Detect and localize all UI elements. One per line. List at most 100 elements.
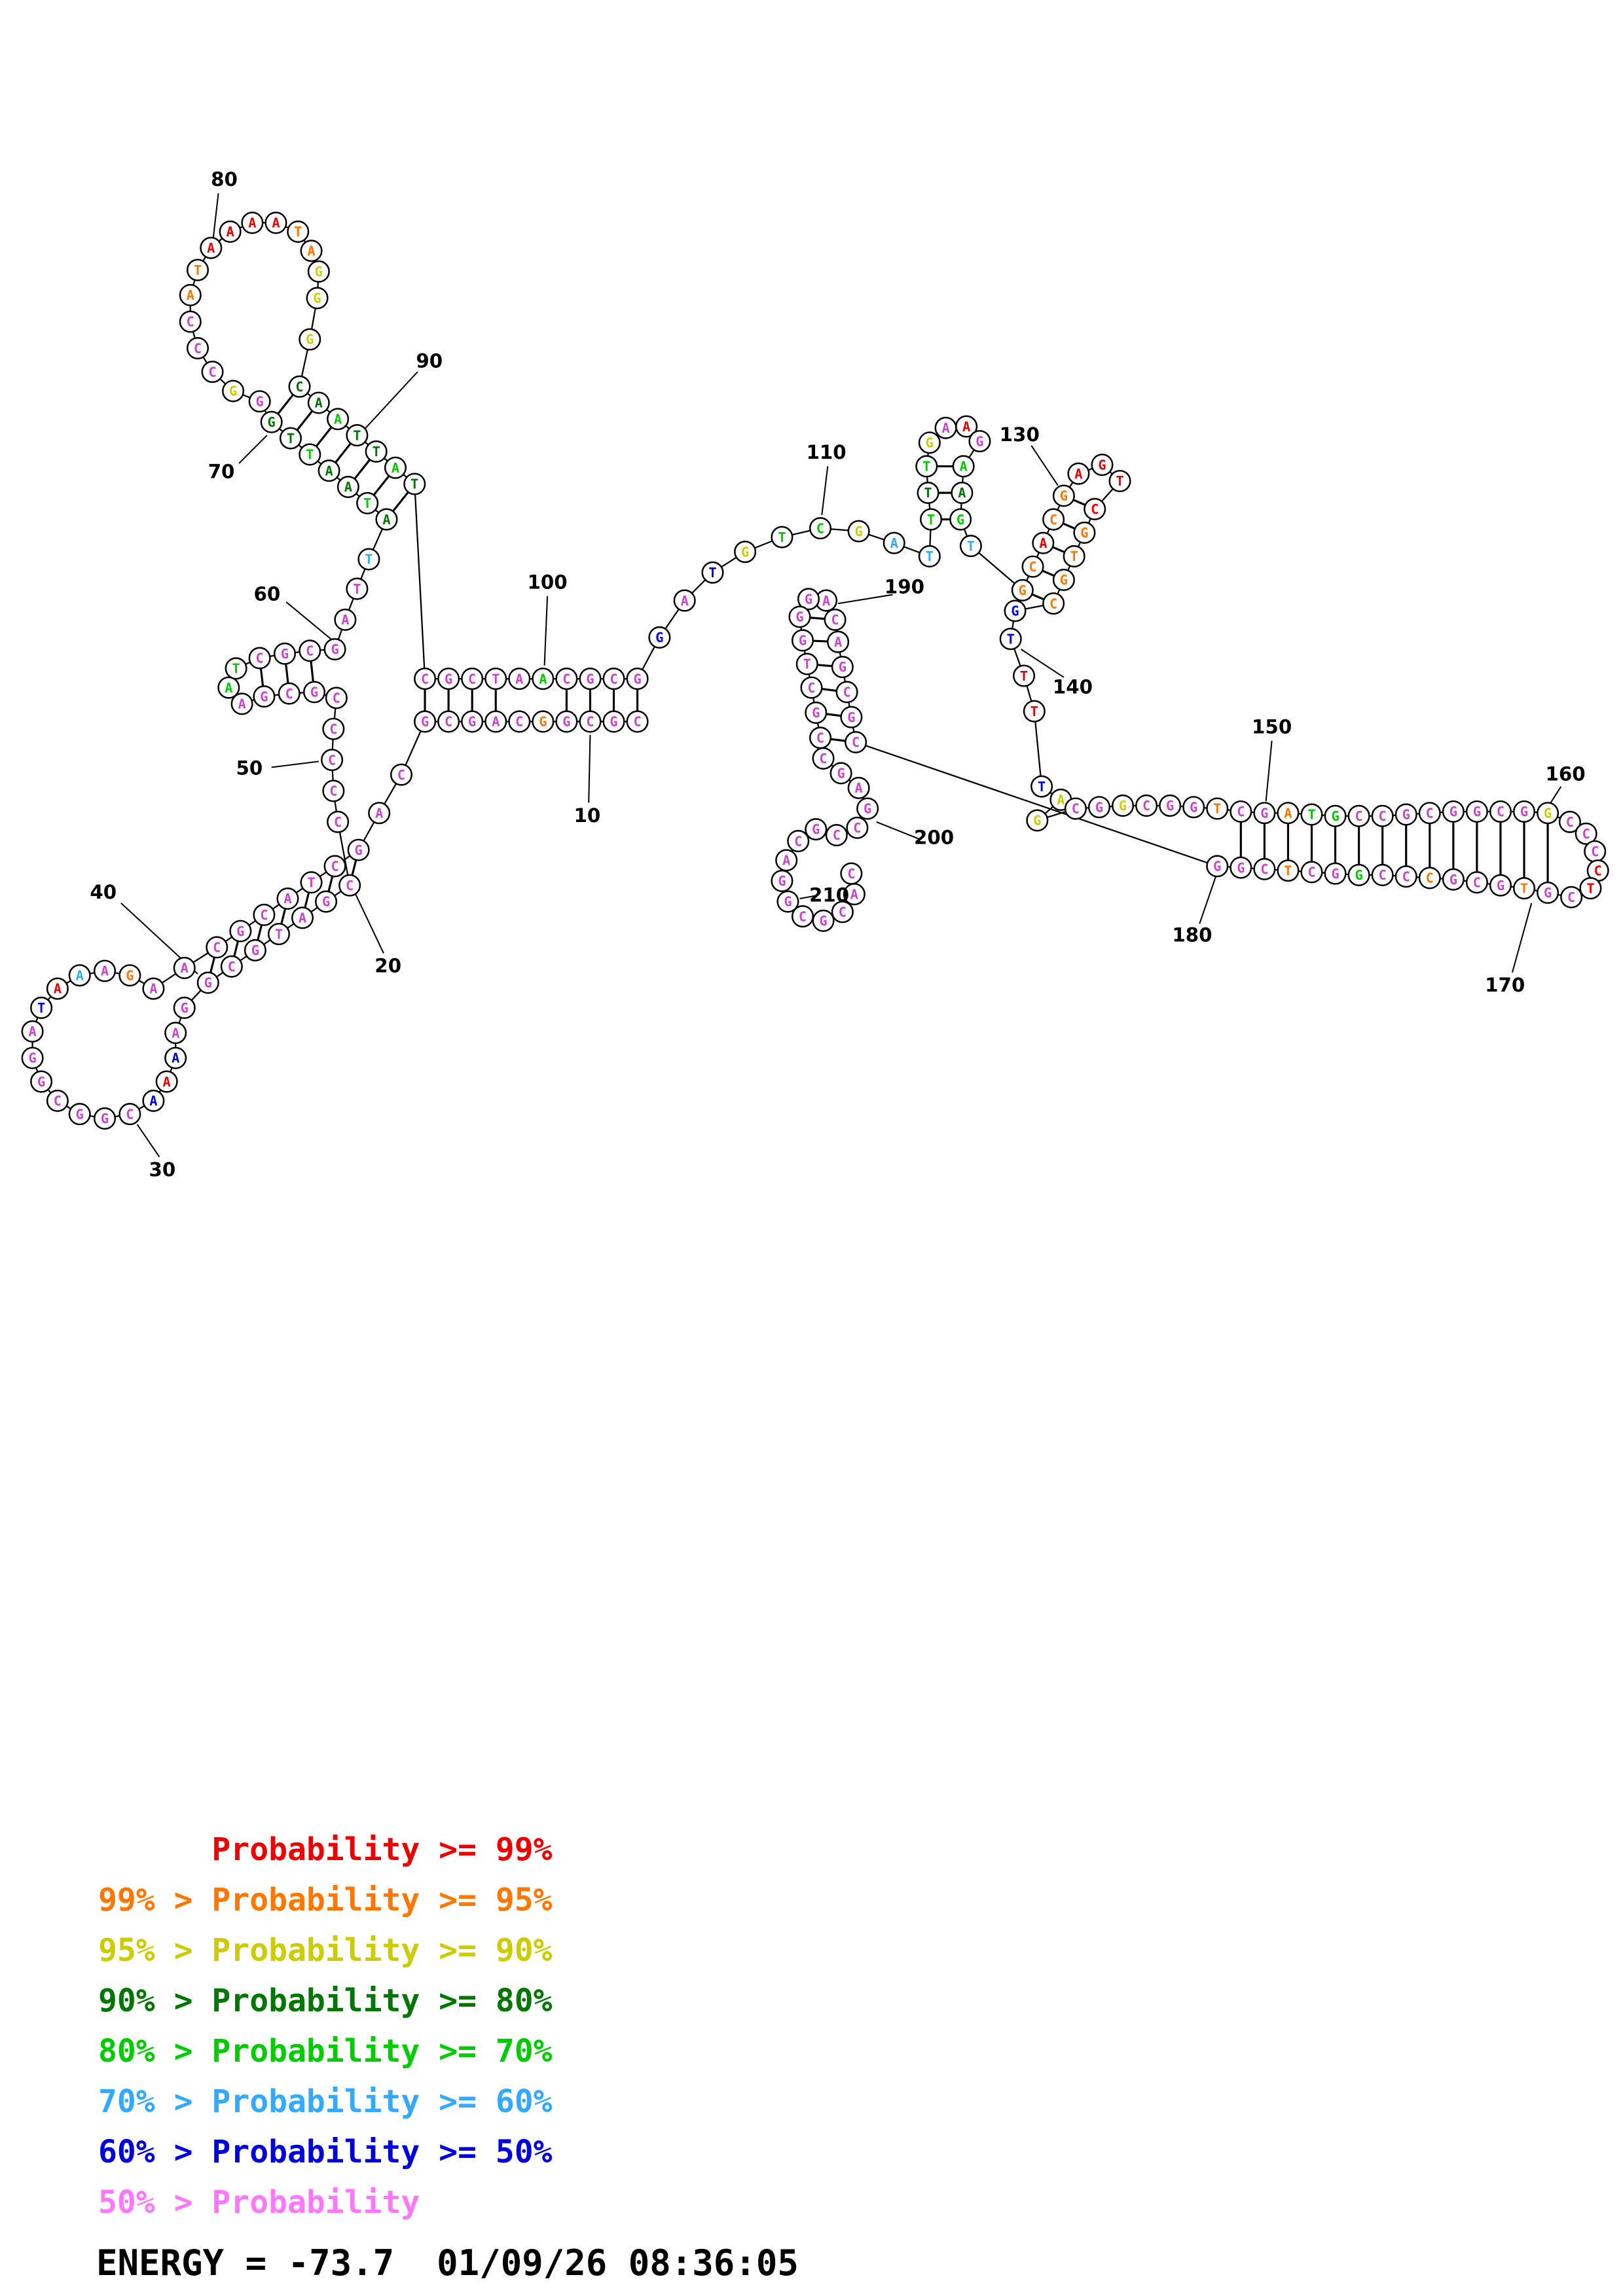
nucleotide-circle [824, 608, 847, 631]
nucleotide-circle [1206, 797, 1229, 820]
nucleotide-letter: C [847, 866, 855, 882]
nucleotide-letter: A [539, 671, 547, 687]
nucleotide-circle [142, 1089, 165, 1112]
nucleotide-circle [1030, 775, 1053, 798]
nucleotide-letter: C [1567, 889, 1575, 905]
nucleotide-letter: G [355, 842, 363, 858]
nucleotide-circle [346, 577, 369, 600]
nucleotide-circle [186, 259, 210, 281]
nucleotide-circle [375, 508, 398, 531]
nucleotide-letter: C [843, 685, 850, 700]
nucleotide-circle [1253, 857, 1276, 880]
nucleotide-letter: C [633, 714, 641, 730]
nucleotide-circle [68, 1103, 91, 1126]
nucleotide-letter: A [299, 910, 306, 926]
nucleotide-letter: G [1402, 807, 1410, 823]
nucleotide-circle [830, 762, 852, 785]
nucleotide-letter: G [957, 512, 964, 528]
nucleotide-circle [701, 561, 724, 584]
nucleotide-letter: A [850, 886, 858, 902]
label-pointer-line [1030, 445, 1059, 486]
nucleotide-letter: G [1119, 798, 1127, 814]
nucleotide-letter: C [1049, 596, 1057, 611]
nucleotide-letter: G [1166, 798, 1174, 814]
nucleotide-letter: G [204, 975, 212, 991]
nucleotide-circle [1418, 867, 1441, 889]
nucleotide-circle [1395, 865, 1417, 888]
nucleotide-circle [1442, 800, 1465, 823]
nucleotide-circle [390, 763, 413, 786]
nucleotide-circle [217, 676, 240, 699]
nucleotide-letter: T [307, 874, 315, 890]
nucleotide-circle [222, 380, 245, 403]
nucleotide-circle [68, 964, 91, 987]
nucleotide-circle [323, 855, 346, 878]
legend-row-2: 95% > Probability >= 90% [98, 1932, 553, 1969]
nucleotide-circle [1579, 877, 1602, 900]
nucleotide-circle [315, 890, 338, 913]
nucleotide-circle [1324, 804, 1347, 827]
nucleotide-circle [840, 706, 863, 728]
nucleotide-circle [253, 685, 276, 708]
nucleotide-letter: A [782, 853, 790, 869]
nucleotide-circle [918, 545, 941, 567]
nucleotide-letter: A [492, 714, 500, 730]
nucleotide-circle [579, 668, 602, 691]
nucleotide-circle [186, 337, 210, 360]
nucleotide-letter: G [1331, 866, 1339, 882]
label-pointer-line [588, 734, 591, 803]
nucleotide-letter: C [1237, 804, 1245, 819]
position-label: 60 [254, 583, 281, 605]
nucleotide-letter: A [960, 459, 968, 475]
nucleotide-letter: C [346, 878, 354, 893]
nucleotide-circle [119, 1103, 141, 1126]
position-label: 190 [884, 575, 924, 598]
legend-row-4: 80% > Probability >= 70% [98, 2033, 553, 2070]
label-pointer-line [1265, 740, 1273, 802]
nucleotide-letter: T [803, 656, 811, 672]
legend-row-0: Probability >= 99% [98, 1831, 553, 1868]
nucleotide-circle [142, 977, 165, 1000]
nucleotide-circle [856, 797, 879, 820]
nucleotide-circle [508, 710, 531, 733]
nucleotide-circle [260, 410, 283, 433]
label-pointer-line [837, 594, 893, 605]
nucleotide-circle [1064, 797, 1087, 820]
nucleotide-letter: C [586, 714, 594, 730]
nucleotide-circle [1300, 803, 1323, 826]
nucleotide-letter: T [1070, 548, 1078, 564]
nucleotide-letter: T [1307, 807, 1315, 823]
nucleotide-circle [1023, 700, 1046, 723]
nucleotide-letter: T [926, 548, 934, 564]
label-pointer-line [238, 435, 268, 464]
nucleotide-letter: G [633, 671, 641, 687]
nucleotide-letter: A [392, 460, 399, 476]
nucleotide-letter: G [306, 332, 314, 348]
nucleotide-letter: G [1473, 804, 1481, 819]
nucleotide-letter: A [1057, 792, 1065, 808]
nucleotide-circle [21, 1020, 44, 1043]
nucleotide-circle [1442, 868, 1465, 891]
nucleotide-letter: G [805, 592, 812, 607]
label-pointer-line [1020, 649, 1065, 678]
nucleotide-circle [300, 240, 323, 262]
nucleotide-circle [1182, 796, 1205, 819]
nucleotide-letter: T [1213, 801, 1221, 817]
nucleotide-letter: G [855, 524, 863, 539]
nucleotide-circle [299, 639, 321, 662]
nucleotide-circle [1324, 862, 1347, 885]
position-label: 100 [528, 571, 568, 594]
nucleotide-circle [845, 730, 867, 754]
nucleotide-letter: T [778, 529, 786, 545]
nucleotide-letter: A [101, 963, 109, 979]
nucleotide-letter: G [1544, 805, 1552, 821]
nucleotide-letter: C [1426, 805, 1434, 821]
nucleotide-circle [288, 375, 311, 398]
legend-row-3: 90% > Probability >= 80% [98, 1982, 553, 2019]
nucleotide-letter: A [207, 240, 215, 256]
nucleotide-letter: C [285, 686, 293, 702]
nucleotide-letter: C [1260, 861, 1268, 877]
nucleotide-letter: C [833, 827, 841, 843]
nucleotide-circle [949, 508, 972, 531]
nucleotide-circle [248, 390, 271, 413]
